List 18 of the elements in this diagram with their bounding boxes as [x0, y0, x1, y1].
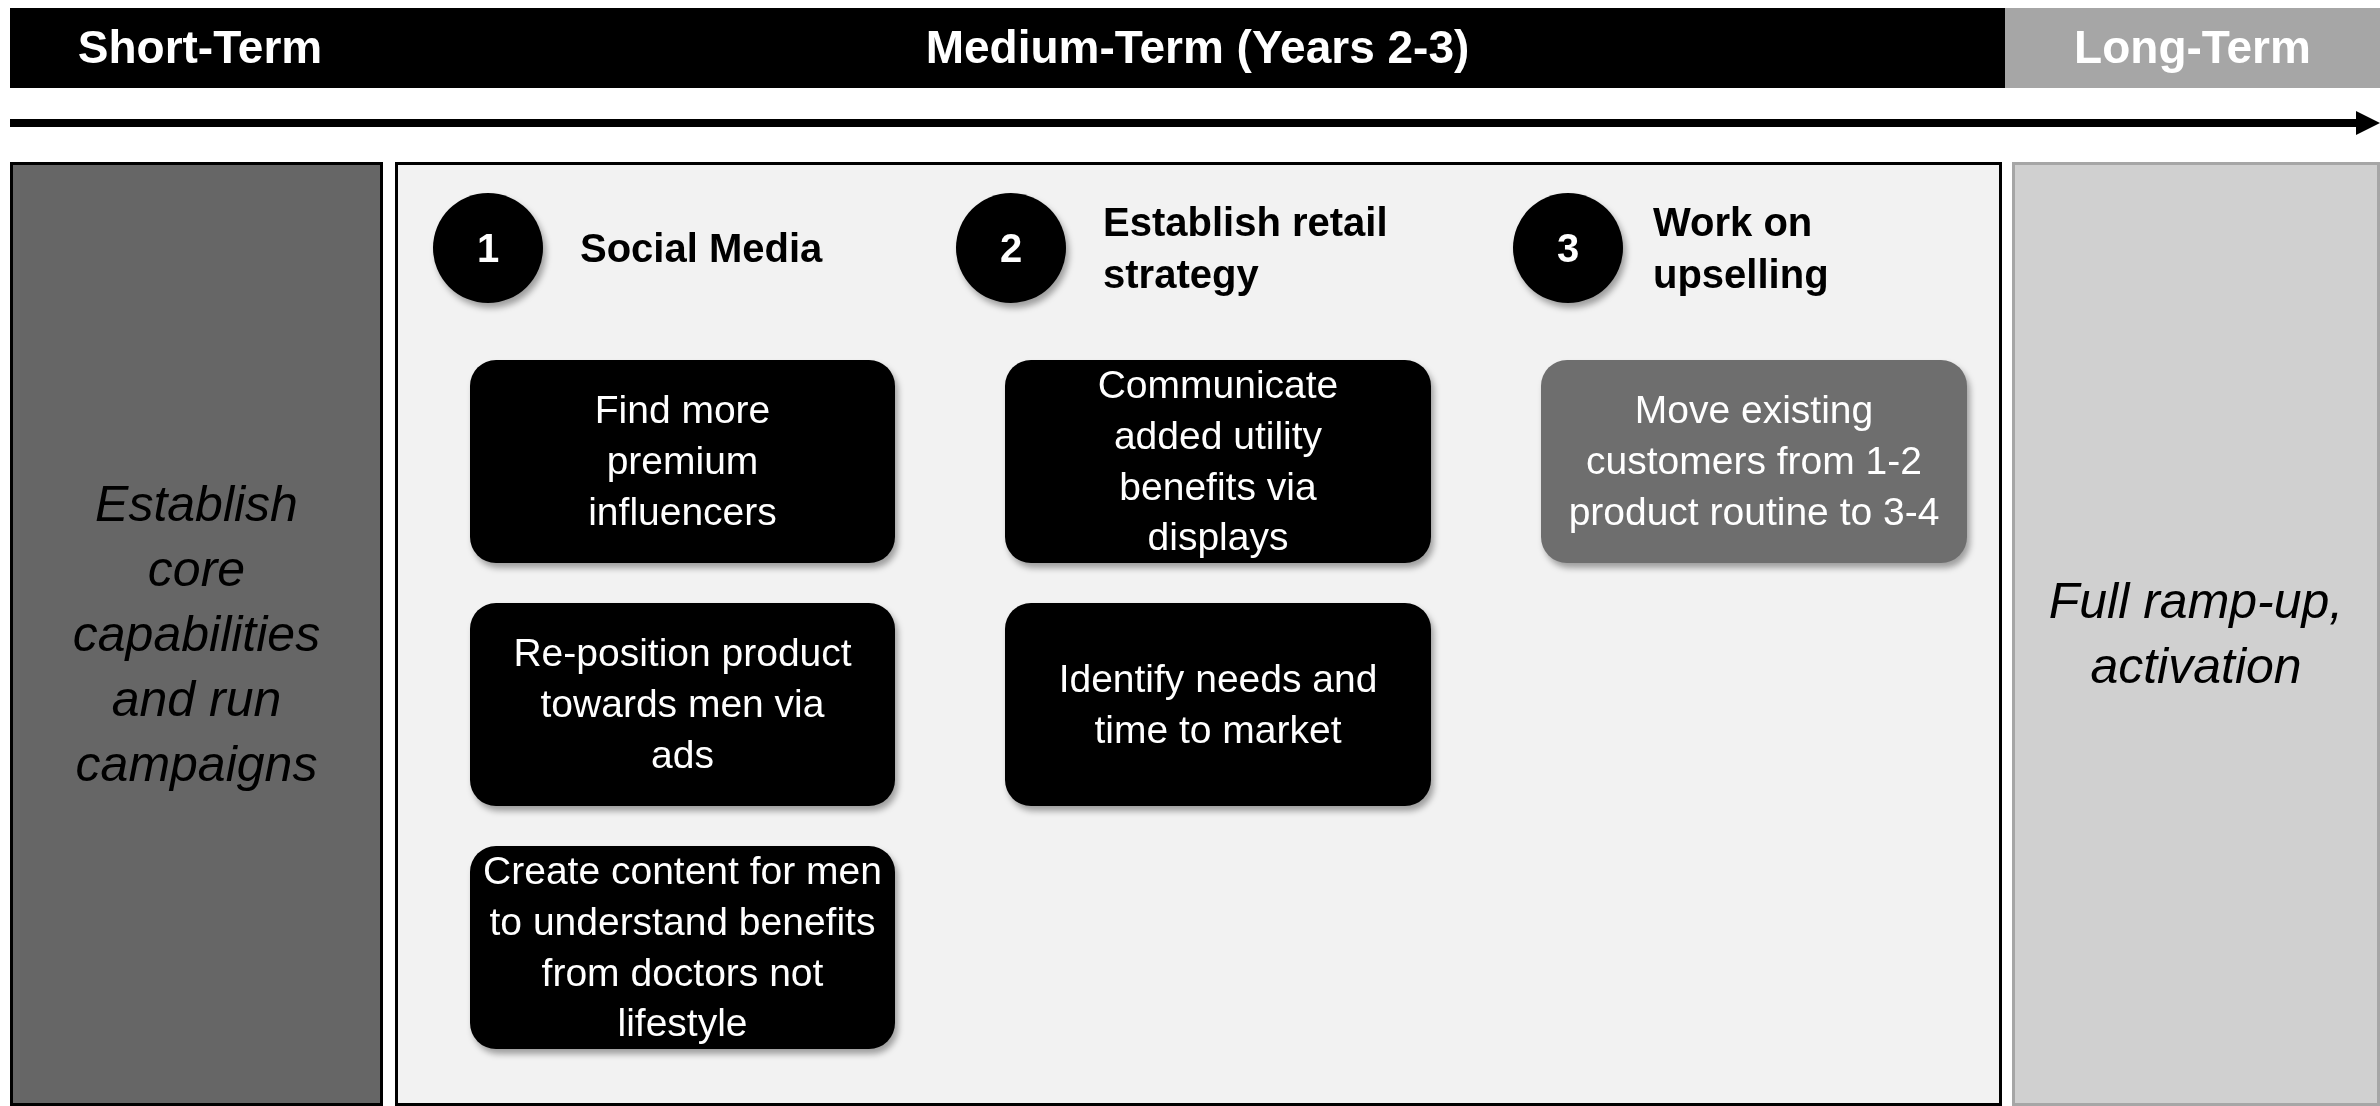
action-box: Create content for men to understand benefits from doctors not lifestyle: [470, 846, 895, 1049]
step-heading: Establish retail strategy: [1103, 199, 1389, 298]
action-box: Communicate added utility benefits via displays: [1005, 360, 1431, 563]
step-number-circle: 1: [433, 193, 543, 303]
timeline-header-bar: Medium-Term (Years 2-3): [390, 8, 2005, 88]
step-heading: Work on upselling: [1653, 199, 1830, 298]
step-number-circle: 3: [1513, 193, 1623, 303]
timeline-header-bar: Short-Term: [10, 8, 390, 88]
phase-panel: [395, 162, 2002, 1106]
phase-panel: Establish core capabilities and run campaigns: [10, 162, 383, 1106]
phase-panel: Full ramp-up, activation: [2012, 162, 2380, 1106]
action-box: Re-position product towards men via ads: [470, 603, 895, 806]
action-box: Move existing customers from 1-2 product routine to 3-4: [1541, 360, 1967, 563]
step-heading: Social Media: [580, 225, 824, 272]
action-box: Find more premium influencers: [470, 360, 895, 563]
step-number-circle: 2: [956, 193, 1066, 303]
timeline-header-bar: Long-Term: [2005, 8, 2380, 88]
action-box: Identify needs and time to market: [1005, 603, 1431, 806]
